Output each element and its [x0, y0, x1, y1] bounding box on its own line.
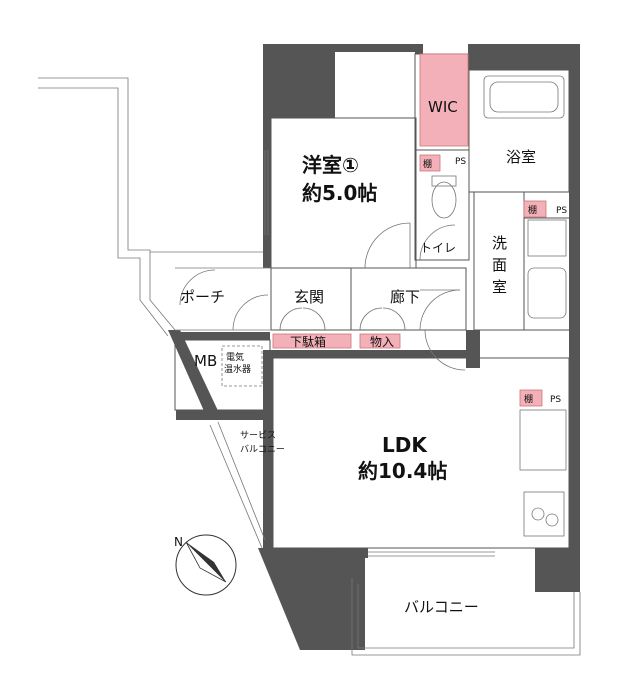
service-balcony-label-1: サービス	[240, 430, 276, 441]
balcony-outline	[351, 578, 581, 656]
balcony-label: バルコニー	[404, 598, 479, 616]
shoe-box-highlight	[272, 333, 352, 349]
shelf-tag-toilet: 棚	[423, 158, 432, 170]
compass-north-label: N	[174, 535, 183, 549]
washing-machine	[527, 219, 567, 257]
storage-highlights	[272, 53, 547, 407]
washroom-label-1: 洗	[492, 234, 507, 252]
wic-highlight	[419, 53, 469, 147]
wash-basin	[527, 267, 567, 319]
storage-label: 物入	[370, 335, 394, 349]
western-room-name: 洋室①	[302, 153, 359, 177]
storage-highlight	[359, 333, 401, 349]
service-balcony-outline	[209, 421, 266, 549]
ps-tag-washroom: PS	[556, 206, 567, 216]
shoe-box-label: 下駄箱	[290, 334, 326, 349]
fixtures	[221, 75, 567, 537]
washroom-label-3: 室	[492, 278, 507, 296]
water-heater-label-1: 電気	[226, 351, 244, 363]
compass: N	[174, 534, 237, 596]
toilet-label: トイレ	[420, 241, 456, 255]
bath-label: 浴室	[506, 148, 536, 166]
exterior-walls	[168, 44, 580, 650]
western-room-size: 約5.0帖	[302, 181, 377, 205]
corridor-label: 廊下	[390, 288, 420, 306]
wic-label: WIC	[428, 98, 458, 116]
bathtub	[483, 75, 565, 119]
shelf-tag-kitchen: 棚	[524, 393, 533, 405]
water-heater-box	[221, 345, 263, 387]
door-swings	[179, 222, 466, 371]
porch-label: ポーチ	[180, 288, 225, 306]
ps-tag-kitchen: PS	[550, 395, 561, 405]
stove	[523, 491, 565, 537]
site-outline	[38, 77, 265, 337]
toilet-bowl	[431, 181, 457, 219]
entrance-label: 玄関	[294, 288, 324, 306]
ps-tag-toilet: PS	[455, 157, 466, 167]
water-heater-label-2: 温水器	[224, 363, 251, 375]
kitchen-sink	[519, 409, 567, 471]
windows	[264, 150, 495, 557]
service-balcony-label-2: バルコニー	[240, 444, 285, 455]
mb-label: MB	[194, 352, 217, 370]
ldk-name: LDK	[382, 433, 428, 457]
ldk-size: 約10.4帖	[358, 459, 447, 483]
washroom-label-2: 面	[492, 256, 507, 274]
shelf-tag-washroom: 棚	[528, 204, 537, 216]
